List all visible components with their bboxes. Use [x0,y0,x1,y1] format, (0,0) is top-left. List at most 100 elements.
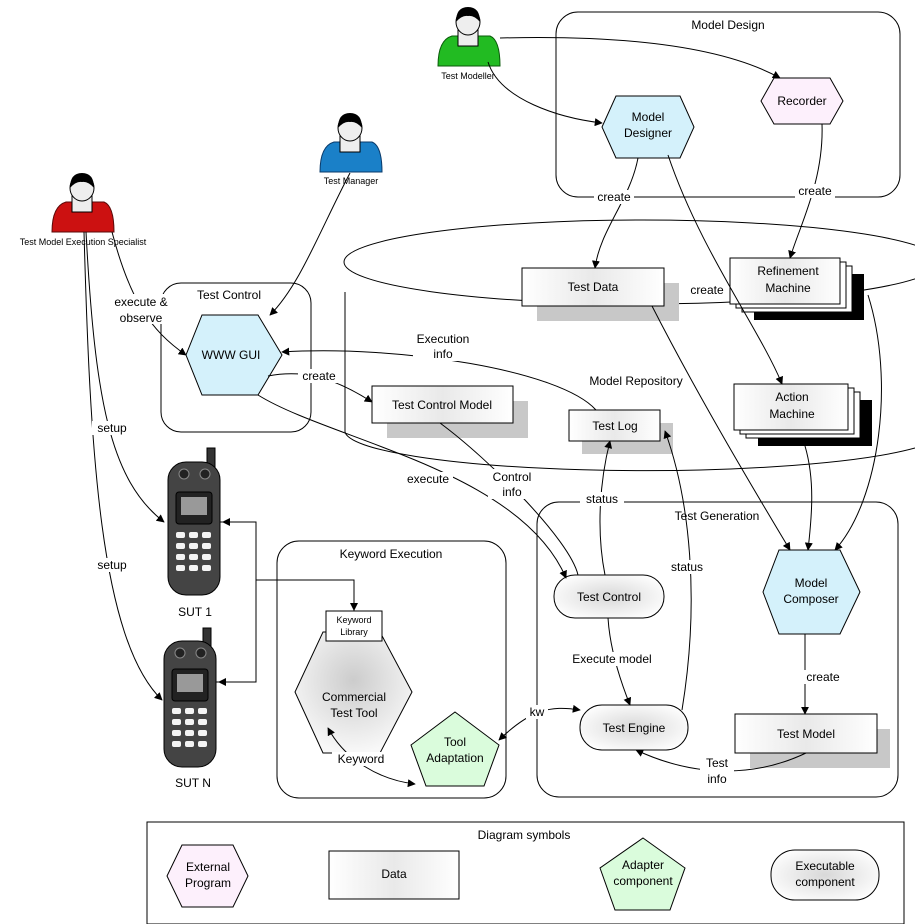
test-data-label: Test Data [568,280,619,294]
edge-tcmodel-testcontrol [439,422,579,576]
edge-adaptation-tool [327,727,416,788]
edge-specialist-sutn [83,231,163,701]
action-machine-node[interactable]: Action Machine [733,383,872,446]
refinement-machine-label-1: Refinement [757,264,819,278]
model-repository-title: Model Repository [589,374,682,388]
label-execution-info-1: Execution [417,332,470,346]
label-execute-model: Execute model [572,652,651,666]
keyword-execution-title: Keyword Execution [340,547,443,561]
edge-designer-action [667,154,783,385]
test-engine-label: Test Engine [603,721,666,735]
legend-executable-component: Executable component [770,849,880,901]
edge-designer-testdata [591,157,639,269]
commercial-test-tool-label-2: Test Tool [330,706,377,720]
label-test-info-2: info [707,772,727,786]
edge-labels: create create create execute & observe E… [92,184,844,786]
label-setup-2: setup [97,558,127,572]
tool-adaptation-node[interactable]: Tool Adaptation [410,711,500,787]
commercial-test-tool-node[interactable]: Commercial Test Tool [294,631,413,754]
model-designer-label-1: Model [632,110,665,124]
edge-engine-testlog [663,430,692,711]
label-test-info-1: Test [706,756,729,770]
sut1-phone-icon [167,447,221,596]
keyword-library-node[interactable]: Keyword Library [325,610,383,642]
test-log-label: Test Log [592,419,637,433]
test-generation-title: Test Generation [675,509,760,523]
legend: Diagram symbols External Program Data Ad… [146,821,905,924]
sutn-label: SUT N [175,776,211,790]
sut1-label: SUT 1 [178,605,212,619]
edge-recorder-refinement [788,123,823,259]
edge-action-composer [804,445,813,551]
edge-keyword-suts [216,521,355,683]
model-designer-label-2: Designer [624,126,672,140]
test-control-component[interactable]: Test Control [553,574,665,619]
label-keyword: Keyword [338,752,385,766]
legend-data-label: Data [381,867,407,881]
test-model-node[interactable]: Test Model [734,713,890,768]
label-control-info-2: info [502,485,522,499]
legend-external-program-label-1: External [186,860,230,874]
label-create-composer: create [806,670,840,684]
sutn-phone-icon [163,627,217,768]
commercial-test-tool-label-1: Commercial [322,690,386,704]
test-control-model-label: Test Control Model [392,398,492,412]
label-setup-1: setup [97,421,127,435]
test-model-label: Test Model [777,727,835,741]
label-create-recorder: create [798,184,832,198]
legend-external-program: External Program [166,844,249,908]
recorder-label: Recorder [777,94,826,108]
edge-specialist-sut1 [85,231,165,523]
model-composer-label-1: Model [795,576,828,590]
label-status-1: status [586,492,618,506]
edge-specialist-gui [111,231,187,356]
test-data-node[interactable]: Test Data [521,267,679,321]
label-create-designer-action: create [690,283,724,297]
model-designer-node[interactable]: Model Designer [601,95,695,159]
test-engine-component[interactable]: Test Engine [579,704,689,751]
model-composer-label-2: Composer [783,592,838,606]
www-gui-node[interactable]: WWW GUI [185,314,283,396]
legend-data: Data [328,850,460,900]
edge-testcontrol-testlog [599,440,613,576]
model-design-group [555,11,901,198]
legend-executable-label-1: Executable [795,859,855,873]
recorder-node[interactable]: Recorder [760,77,844,125]
label-execute-observe-2: observe [120,311,163,325]
test-log-node[interactable]: Test Log [568,409,673,454]
keyword-library-label-2: Library [340,627,368,637]
keyword-library-label-1: Keyword [336,615,371,625]
action-machine-label-1: Action [775,390,808,404]
edge-testdata-composer [651,305,791,551]
edge-modeller-designer [487,61,603,127]
refinement-machine-label-2: Machine [765,281,811,295]
test-control-component-label: Test Control [577,590,641,604]
test-modeller-label: Test Modeller [441,71,495,81]
label-create-gui: create [302,369,336,383]
keyword-execution-group [276,540,507,799]
legend-adapter-label-2: component [613,874,673,888]
label-status-2: status [671,560,703,574]
www-gui-label: WWW GUI [202,348,261,362]
legend-adapter-label-1: Adapter [622,858,664,872]
legend-external-program-label-2: Program [185,876,231,890]
edge-refinement-composer [834,294,882,551]
test-modeller-icon [437,7,501,67]
refinement-machine-node[interactable]: Refinement Machine [729,257,864,320]
label-kw: kw [530,705,545,719]
action-machine-label-2: Machine [769,407,815,421]
execution-specialist-icon [51,173,115,233]
label-create-designer-data: create [597,190,631,204]
test-manager-label: Test Manager [324,176,379,186]
test-control-model-node[interactable]: Test Control Model [371,385,528,438]
label-control-info-1: Control [493,470,532,484]
model-composer-node[interactable]: Model Composer [762,549,861,635]
model-design-title: Model Design [691,18,764,32]
edge-modeller-recorder [499,36,781,79]
legend-executable-label-2: component [795,875,855,889]
tool-adaptation-label-2: Adaptation [426,751,483,765]
label-execute: execute [407,472,449,486]
legend-adapter-component: Adapter component [599,837,686,911]
label-execute-observe-1: execute & [114,295,167,309]
